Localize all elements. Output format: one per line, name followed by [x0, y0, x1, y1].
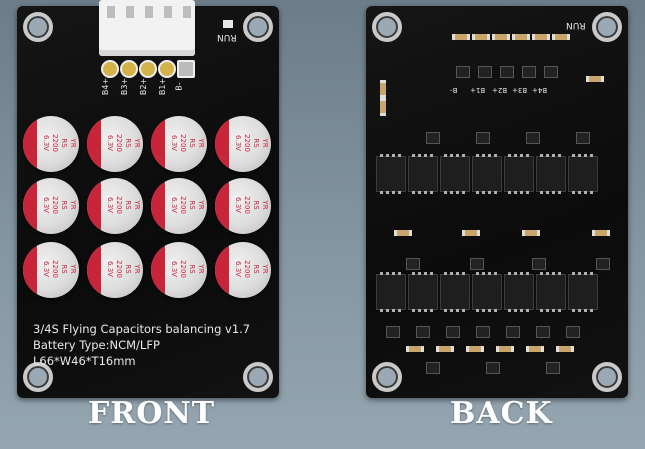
mosfet-chip: [472, 272, 502, 312]
transistor: [526, 132, 540, 144]
smd-resistor: [436, 346, 454, 352]
driver-ic: [546, 362, 560, 374]
pad-label-bneg: B-: [450, 86, 458, 94]
electrolytic-capacitor: YR RS 2200 6.3V: [215, 178, 271, 234]
silkscreen-line-2: Battery Type:NCM/LFP: [33, 338, 160, 352]
electrolytic-capacitor: YR RS 2200 6.3V: [151, 242, 207, 298]
mounting-hole-tr: [243, 12, 273, 42]
transistor: [596, 258, 610, 270]
mosfet-chip: [568, 154, 598, 194]
electrolytic-capacitor: YR RS 2200 6.3V: [151, 116, 207, 172]
electrolytic-capacitor: YR RS 2200 6.3V: [87, 242, 143, 298]
run-label: RUN: [566, 20, 586, 30]
pad-label-b4: B4+: [532, 86, 548, 94]
mounting-hole-br: [592, 362, 622, 392]
run-led: [223, 20, 233, 28]
smd-resistor: [552, 34, 570, 40]
mounting-hole-bl: [372, 362, 402, 392]
pad-label-b1: B1+: [470, 86, 486, 94]
electrolytic-capacitor: YR RS 2200 6.3V: [23, 178, 79, 234]
transistor: [544, 66, 558, 78]
driver-ic: [566, 326, 580, 338]
smd-resistor: [526, 346, 544, 352]
smd-resistor: [592, 230, 610, 236]
electrolytic-capacitor: YR RS 2200 6.3V: [23, 116, 79, 172]
silkscreen-line-3: L66*W46*T16mm: [33, 354, 136, 368]
electrolytic-capacitor: YR RS 2200 6.3V: [87, 116, 143, 172]
electrolytic-capacitor: YR RS 2200 6.3V: [215, 242, 271, 298]
transistor: [478, 66, 492, 78]
smd-resistor: [452, 34, 470, 40]
mosfet-chip: [376, 154, 406, 194]
pad-label-b2: B2+: [492, 86, 508, 94]
electrolytic-capacitor: YR RS 2200 6.3V: [151, 178, 207, 234]
mosfet-chip: [504, 154, 534, 194]
transistor: [426, 132, 440, 144]
smd-resistor: [462, 230, 480, 236]
smd-resistor: [394, 230, 412, 236]
mosfet-chip: [440, 154, 470, 194]
mosfet-chip: [536, 272, 566, 312]
mosfet-chip: [536, 154, 566, 194]
smd-resistor: [532, 34, 550, 40]
electrolytic-capacitor: YR RS 2200 6.3V: [215, 116, 271, 172]
smd-resistor: [492, 34, 510, 40]
mosfet-chip: [472, 154, 502, 194]
mosfet-chip: [568, 272, 598, 312]
mosfet-chip: [408, 154, 438, 194]
front-caption: FRONT: [88, 396, 216, 431]
transistor: [406, 258, 420, 270]
driver-ic: [476, 326, 490, 338]
transistor: [500, 66, 514, 78]
driver-ic: [486, 362, 500, 374]
pad-label-b3: B3+: [512, 86, 528, 94]
connector-label-b2: B2+: [139, 77, 149, 96]
back-caption: BACK: [450, 396, 553, 431]
transistor: [476, 132, 490, 144]
mosfet-chip: [440, 272, 470, 312]
run-label: RUN: [217, 32, 237, 42]
smd-resistor: [406, 346, 424, 352]
smd-resistor: [556, 346, 574, 352]
electrolytic-capacitor: YR RS 2200 6.3V: [23, 242, 79, 298]
smd-resistor: [472, 34, 490, 40]
back-board-photo: RUN B- B1+ B2+ B3+ B4+: [366, 6, 628, 398]
transistor: [576, 132, 590, 144]
mosfet-chip: [376, 272, 406, 312]
driver-ic: [446, 326, 460, 338]
smd-resistor: [522, 230, 540, 236]
electrolytic-capacitor: YR RS 2200 6.3V: [87, 178, 143, 234]
connector-label-b3: B3+: [120, 77, 130, 96]
driver-ic: [536, 326, 550, 338]
driver-ic: [386, 326, 400, 338]
connector-label-b4: B4+: [101, 77, 111, 96]
transistor: [470, 258, 484, 270]
connector-label-b1: B1+: [158, 77, 168, 96]
smd-resistor: [512, 34, 530, 40]
driver-ic: [426, 362, 440, 374]
mounting-hole-tl: [23, 12, 53, 42]
silkscreen-line-1: 3/4S Flying Capacitors balancing v1.7: [33, 322, 251, 336]
mounting-hole-bl: [23, 362, 53, 392]
mounting-hole-tl: [372, 12, 402, 42]
mounting-hole-br: [243, 362, 273, 392]
smd-capacitor: [380, 98, 386, 116]
smd-resistor: [496, 346, 514, 352]
battery-connector: [99, 0, 195, 56]
mounting-hole-tr: [592, 12, 622, 42]
connector-label-bneg: B-: [174, 82, 184, 91]
mosfet-chip: [504, 272, 534, 312]
transistor: [456, 66, 470, 78]
smd-resistor: [586, 76, 604, 82]
mosfet-chip: [408, 272, 438, 312]
smd-resistor: [466, 346, 484, 352]
transistor: [522, 66, 536, 78]
driver-ic: [416, 326, 430, 338]
transistor: [532, 258, 546, 270]
smd-capacitor: [380, 80, 386, 98]
driver-ic: [506, 326, 520, 338]
